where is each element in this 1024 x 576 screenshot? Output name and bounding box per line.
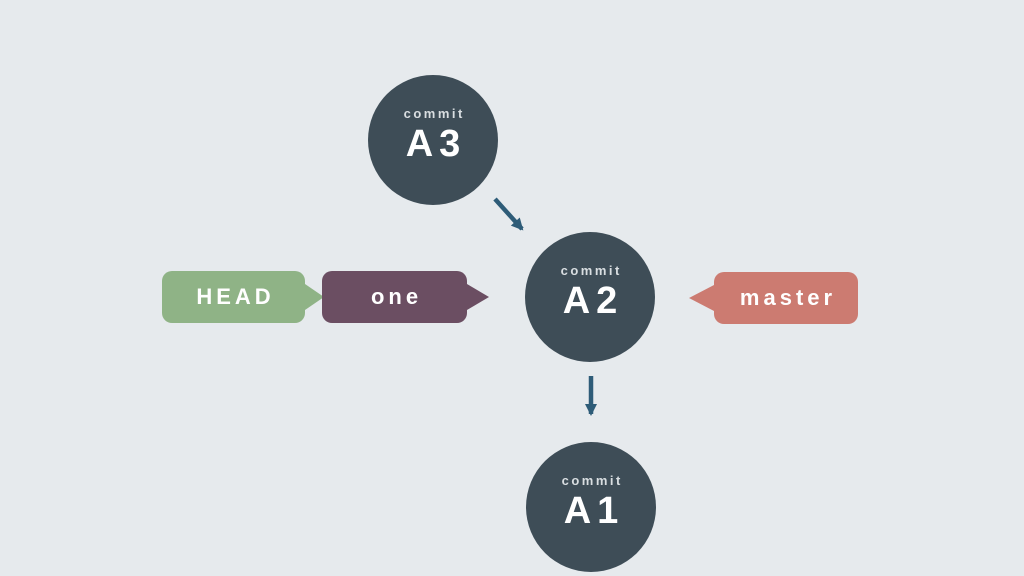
commit-id-label: A1 [563,490,625,532]
commit-node-a1: commit A1 [526,442,656,572]
commit-kind-label: commit [561,473,623,488]
master-branch-pointer-tag: master [714,272,858,324]
commit-node-a2: commit A2 [525,232,655,362]
head-pointer-tag: HEAD [162,271,305,323]
commit-node-a3: commit A3 [368,75,498,205]
branch-one-pointer-tag: one [322,271,467,323]
commit-kind-label: commit [560,263,622,278]
arrow-a3-to-a2-icon [493,197,524,231]
master-branch-pointer-label: master [739,285,837,310]
commit-id-label: A2 [562,280,624,322]
commit-kind-label: commit [403,106,465,121]
commit-id-label: A3 [405,123,467,165]
head-pointer-label: HEAD [196,284,275,309]
branch-one-pointer-label: one [370,284,423,309]
